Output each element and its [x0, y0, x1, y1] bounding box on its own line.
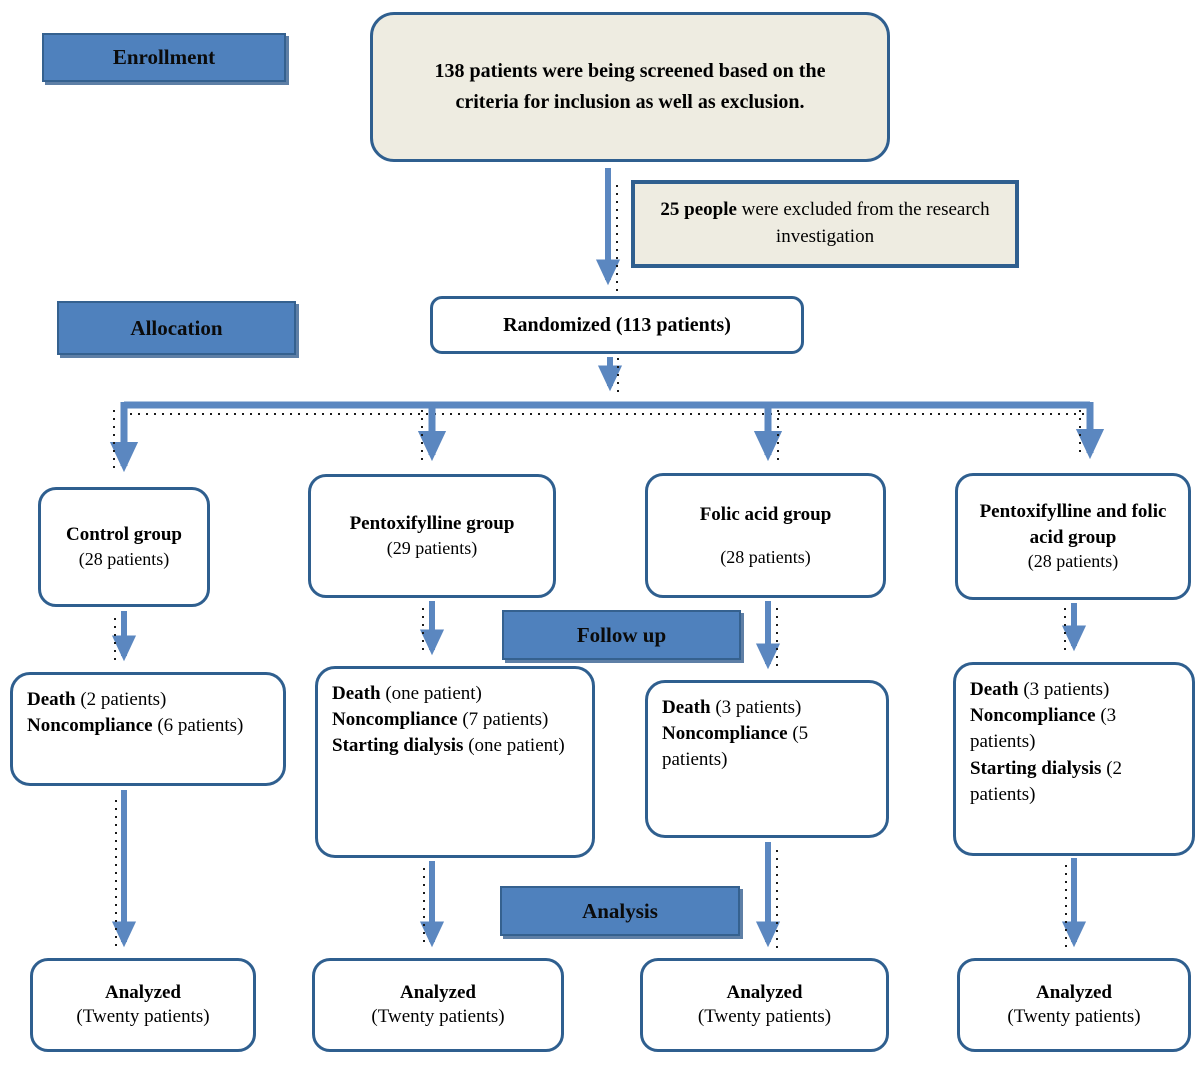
- analyzed-box-4: Analyzed (Twenty patients): [957, 958, 1191, 1052]
- followup-item: Noncompliance (5 patients): [662, 721, 872, 773]
- analyzed-count: (Twenty patients): [1007, 1006, 1141, 1028]
- followup-item-detail: (6 patients): [152, 715, 244, 737]
- followup-item-detail: (5 patients): [662, 723, 809, 771]
- followup-box-control: Death (2 patients) Noncompliance (6 pati…: [10, 672, 286, 786]
- randomized-text: Randomized (113 patients): [503, 313, 731, 336]
- followup-item-label: Starting dialysis: [970, 757, 1102, 779]
- followup-item-detail: (3 patients): [710, 697, 802, 718]
- screening-text: 138 patients were being screened based o…: [434, 60, 826, 113]
- followup-item-detail: (3 patients): [970, 705, 1117, 753]
- analyzed-title: Analyzed: [400, 981, 476, 1003]
- stage-label-enrollment: Enrollment: [42, 33, 286, 82]
- group-box-folic-acid: Folic acid group (28 patients): [645, 473, 886, 598]
- followup-item-label: Death: [662, 697, 711, 718]
- followup-item-detail: (one patient): [463, 735, 565, 757]
- followup-item: Noncompliance (6 patients): [27, 713, 243, 739]
- followup-item: Death (one patient): [332, 681, 482, 707]
- followup-item: Death (3 patients): [970, 677, 1109, 703]
- followup-item-label: Starting dialysis: [332, 735, 464, 757]
- followup-item-detail: (3 patients): [1018, 679, 1110, 700]
- analyzed-title: Analyzed: [105, 981, 181, 1003]
- followup-box-folic-acid: Death (3 patients) Noncompliance (5 pati…: [645, 680, 889, 838]
- followup-item-detail: (one patient): [380, 683, 482, 704]
- followup-box-pentoxifylline: Death (one patient) Noncompliance (7 pat…: [315, 666, 595, 858]
- followup-item: Death (2 patients): [27, 687, 166, 713]
- followup-item-detail: (2 patients): [75, 689, 167, 710]
- group-box-pentoxifylline-folic: Pentoxifylline and folic acid group (28 …: [955, 473, 1191, 600]
- followup-item-label: Noncompliance: [27, 715, 153, 737]
- stage-label-allocation: Allocation: [57, 301, 296, 355]
- followup-item-label: Noncompliance: [970, 705, 1096, 727]
- followup-item-label: Noncompliance: [332, 709, 458, 731]
- group-box-control: Control group (28 patients): [38, 487, 210, 607]
- followup-box-pentoxifylline-folic: Death (3 patients) Noncompliance (3 pati…: [953, 662, 1195, 856]
- group-name: Folic acid group: [699, 503, 832, 525]
- analyzed-count: (Twenty patients): [697, 1006, 832, 1028]
- group-box-pentoxifylline: Pentoxifylline group (29 patients): [308, 474, 556, 598]
- group-count: (28 patients): [78, 549, 170, 570]
- stage-label-analysis: Analysis: [500, 886, 740, 936]
- analyzed-title: Analyzed: [1036, 981, 1112, 1003]
- analyzed-box-1: Analyzed (Twenty patients): [30, 958, 256, 1052]
- analyzed-box-2: Analyzed (Twenty patients): [312, 958, 564, 1052]
- analyzed-title: Analyzed: [726, 981, 803, 1003]
- followup-item: Death (3 patients): [662, 695, 801, 721]
- group-name: Pentoxifylline and folic acid group: [979, 501, 1167, 548]
- group-name: Control group: [66, 524, 182, 546]
- followup-item-label: Death: [970, 679, 1019, 700]
- followup-item-label: Death: [27, 689, 76, 710]
- screening-box: 138 patients were being screened based o…: [370, 12, 890, 162]
- excluded-count: 25 people: [660, 199, 737, 221]
- group-count: (29 patients): [386, 538, 478, 559]
- group-count: (28 patients): [1027, 551, 1119, 572]
- stage-label-follow-up: Follow up: [502, 610, 741, 660]
- followup-item-detail: (2 patients): [970, 757, 1123, 805]
- followup-item-label: Death: [332, 683, 381, 704]
- excluded-text: 25 people were excluded from the researc…: [653, 197, 997, 250]
- followup-item-detail: (7 patients): [457, 709, 549, 731]
- followup-item: Starting dialysis (2 patients): [970, 756, 1178, 808]
- group-count: (28 patients): [720, 546, 811, 567]
- group-name: Pentoxifylline group: [349, 513, 515, 535]
- excluded-rest: were excluded from the research investig…: [736, 199, 990, 247]
- analyzed-box-3: Analyzed (Twenty patients): [640, 958, 889, 1052]
- analyzed-count: (Twenty patients): [76, 1006, 210, 1028]
- randomized-box: Randomized (113 patients): [430, 296, 804, 354]
- followup-item: Noncompliance (3 patients): [970, 703, 1178, 755]
- followup-item: Starting dialysis (one patient): [332, 733, 565, 759]
- followup-item-label: Noncompliance: [662, 723, 788, 745]
- excluded-box: 25 people were excluded from the researc…: [631, 180, 1019, 268]
- followup-item: Noncompliance (7 patients): [332, 707, 548, 733]
- analyzed-count: (Twenty patients): [371, 1006, 505, 1028]
